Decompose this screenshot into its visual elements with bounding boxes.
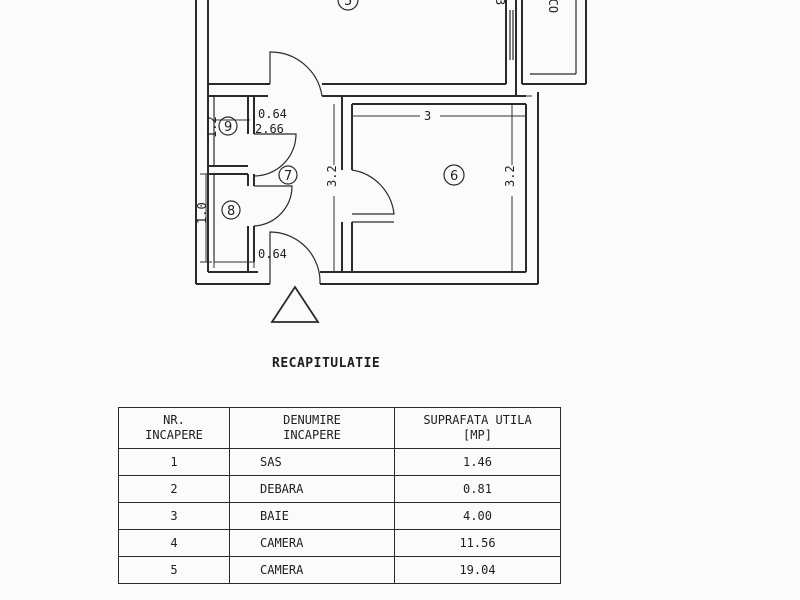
doors (253, 51, 395, 285)
room-5-label: 5 (344, 0, 352, 9)
dim-label-32-right: 3.2 (503, 165, 517, 187)
dim-label-10: 1.0 (195, 202, 209, 224)
dim-label-266: 2.66 (255, 122, 284, 136)
table-header-row: NR. INCAPERE DENUMIRE INCAPERE SUPRAFATA… (118, 407, 561, 449)
cell-suprafata: 0.81 (394, 475, 561, 503)
cell-denumire: SAS (229, 448, 395, 476)
room-marker-9: 9 (218, 116, 238, 136)
dim-label-064-top: 0.64 (258, 107, 287, 121)
dim-label-32-left: 3.2 (325, 165, 339, 187)
dim-label-3-top: 3 (493, 0, 507, 5)
table-row: 2 DEBARA 0.81 (118, 475, 561, 503)
header-nr-line2: INCAPERE (145, 428, 203, 442)
recap-title: RECAPITULATIE (272, 356, 381, 371)
room-marker-7: 7 (278, 165, 298, 185)
cell-nr: 4 (118, 529, 230, 557)
walls (195, 0, 587, 285)
room-8-label: 8 (227, 204, 235, 219)
recap-table: NR. INCAPERE DENUMIRE INCAPERE SUPRAFATA… (118, 407, 561, 584)
cell-nr: 1 (118, 448, 230, 476)
room-6-label: 6 (450, 169, 458, 184)
cell-suprafata: 11.56 (394, 529, 561, 557)
room-7-label: 7 (284, 169, 292, 184)
cell-denumire: DEBARA (229, 475, 395, 503)
table-row: 4 CAMERA 11.56 (118, 529, 561, 557)
header-nr-line1: NR. (163, 413, 185, 427)
header-suprafata: SUPRAFATA UTILA [MP] (394, 407, 561, 449)
dimension-lines (200, 95, 532, 273)
room-marker-8: 8 (221, 200, 241, 220)
balcony-label: BALCO (546, 0, 560, 13)
header-sup-line1: SUPRAFATA UTILA (423, 413, 532, 427)
header-denumire: DENUMIRE INCAPERE (229, 407, 395, 449)
cell-denumire: CAMERA (229, 556, 395, 584)
room-9-label: 9 (224, 120, 232, 135)
dim-label-3: 3 (424, 109, 431, 123)
room-marker-5: 5 (337, 0, 359, 11)
dim-label-12: 1.2 (205, 116, 219, 138)
cell-denumire: BAIE (229, 502, 395, 530)
table-row: 5 CAMERA 19.04 (118, 556, 561, 584)
table-row: 1 SAS 1.46 (118, 448, 561, 476)
header-den-line2: INCAPERE (283, 428, 341, 442)
table-row: 3 BAIE 4.00 (118, 502, 561, 530)
cell-nr: 5 (118, 556, 230, 584)
cell-denumire: CAMERA (229, 529, 395, 557)
dim-label-064-bottom: 0.64 (258, 247, 287, 261)
cell-nr: 3 (118, 502, 230, 530)
cell-suprafata: 4.00 (394, 502, 561, 530)
cell-suprafata: 1.46 (394, 448, 561, 476)
cell-suprafata: 19.04 (394, 556, 561, 584)
entrance-arrow-icon (270, 285, 320, 323)
header-nr: NR. INCAPERE (118, 407, 230, 449)
room-marker-6: 6 (443, 164, 465, 186)
cell-nr: 2 (118, 475, 230, 503)
header-sup-line2: [MP] (463, 428, 492, 442)
header-den-line1: DENUMIRE (283, 413, 341, 427)
